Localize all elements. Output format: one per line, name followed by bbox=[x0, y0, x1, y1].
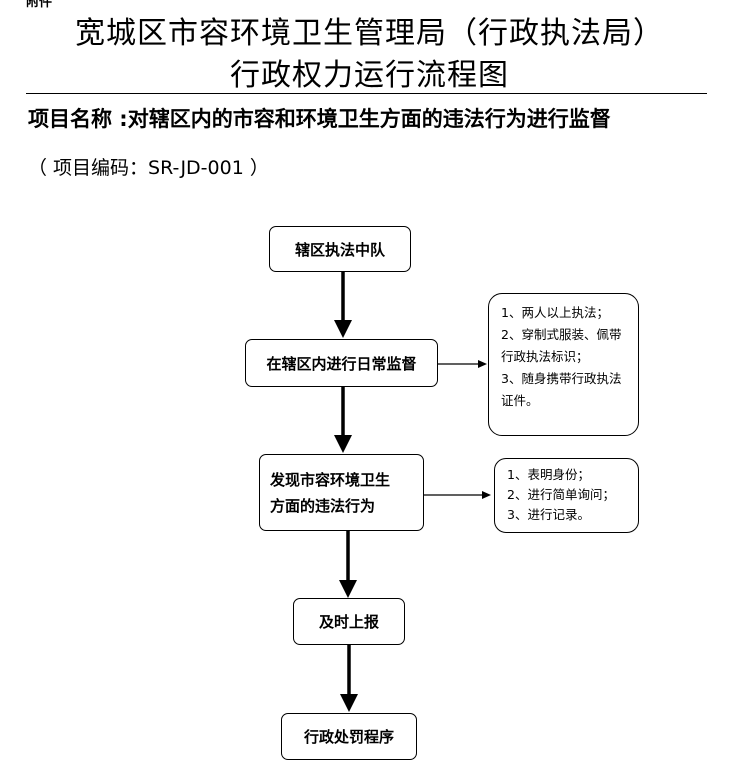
clipped-header-text: 附件 bbox=[26, 0, 53, 10]
arrow-step1-to-step2 bbox=[334, 272, 352, 338]
page-title-line1: 宽城区市容环境卫生管理局（行政执法局） bbox=[75, 16, 664, 51]
project-code: （ 项目编码：SR-JD-001 ） bbox=[28, 157, 269, 179]
note-procedure-item-2: 2、进行简单询问； bbox=[507, 487, 615, 502]
project-name: 项目名称 :对辖区内的市容和环境卫生方面的违法行为进行监督 bbox=[28, 107, 611, 131]
note-enforcement-item-1: 1、两人以上执法； bbox=[501, 305, 609, 320]
note-enforcement-requirements: 1、两人以上执法； 2、穿制式服装、佩带行政执法标识； 3、随身携带行政执法证件… bbox=[488, 293, 639, 436]
flow-step-penalty: 行政处罚程序 bbox=[281, 713, 417, 760]
title-divider bbox=[26, 93, 707, 94]
flow-step-squad: 辖区执法中队 bbox=[269, 226, 411, 272]
note-procedure-item-1: 1、表明身份； bbox=[507, 467, 590, 482]
flow-step-find-violation-line1: 发现市容环境卫生 bbox=[270, 470, 391, 489]
arrow-step3-to-step4 bbox=[339, 531, 357, 598]
flow-step-find-violation-line2: 方面的违法行为 bbox=[270, 496, 376, 515]
arrow-step3-to-note2 bbox=[424, 491, 491, 499]
flow-step-find-violation: 发现市容环境卫生 方面的违法行为 bbox=[259, 454, 424, 531]
flow-step-report: 及时上报 bbox=[293, 598, 405, 645]
note-procedure-item-3: 3、进行记录。 bbox=[507, 507, 590, 522]
flow-step-daily-supervision: 在辖区内进行日常监督 bbox=[245, 339, 438, 387]
arrow-step2-to-note1 bbox=[438, 360, 487, 368]
note-enforcement-item-2: 2、穿制式服装、佩带行政执法标识； bbox=[501, 327, 622, 364]
note-enforcement-item-3: 3、随身携带行政执法证件。 bbox=[501, 371, 622, 408]
flow-step-daily-supervision-label: 在辖区内进行日常监督 bbox=[266, 354, 417, 373]
note-procedure-steps: 1、表明身份； 2、进行简单询问； 3、进行记录。 bbox=[494, 458, 639, 533]
flow-step-penalty-label: 行政处罚程序 bbox=[303, 728, 394, 746]
arrow-step4-to-step5 bbox=[340, 645, 358, 712]
flow-step-report-label: 及时上报 bbox=[318, 613, 379, 631]
arrow-step2-to-step3 bbox=[334, 387, 352, 453]
page-title-line2: 行政权力运行流程图 bbox=[230, 58, 509, 93]
flow-step-squad-label: 辖区执法中队 bbox=[294, 240, 385, 259]
